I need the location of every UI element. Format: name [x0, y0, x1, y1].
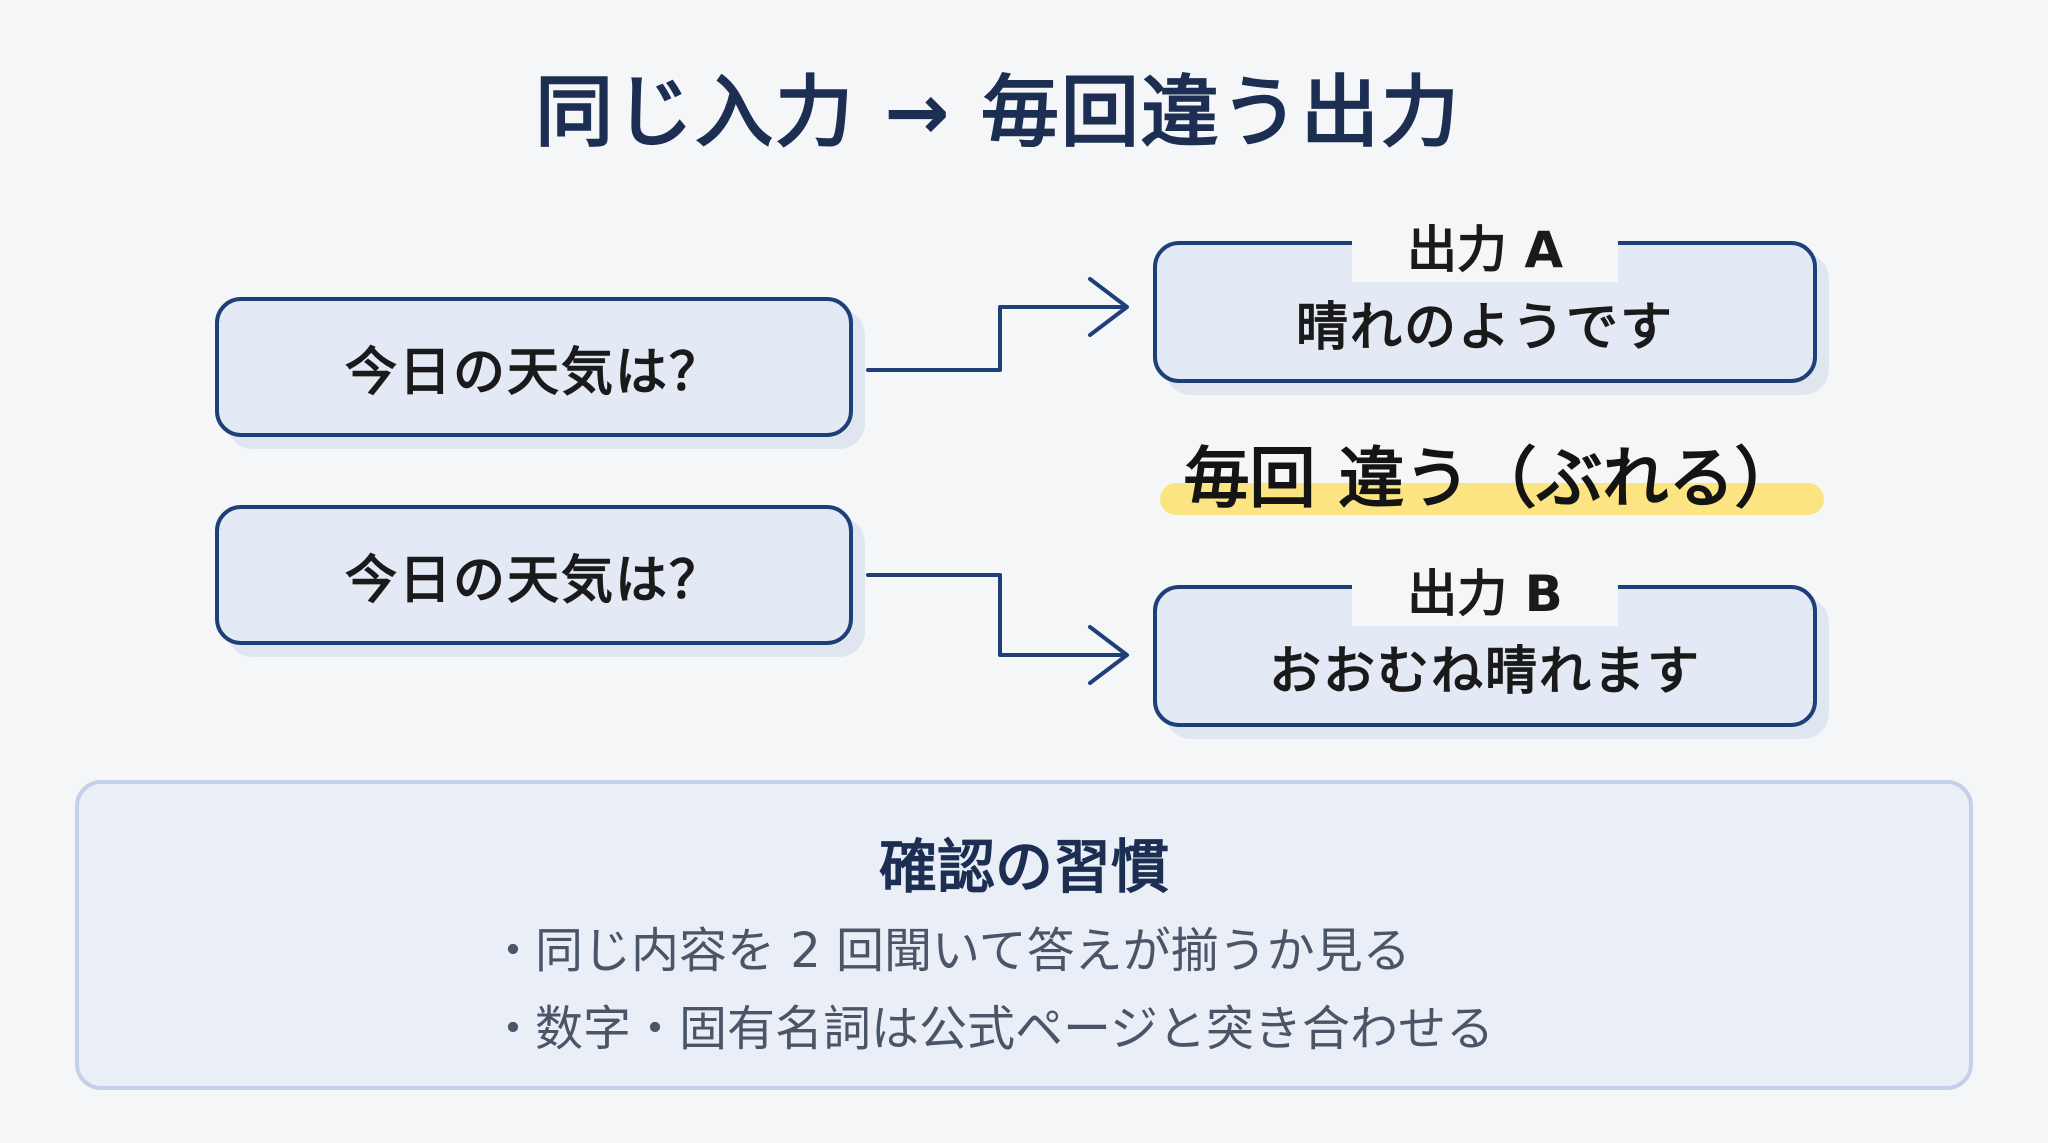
- habit-item-text: 数字・固有名詞は公式ページと突き合わせる: [535, 1001, 1495, 1057]
- arrowhead-output-a-icon: [1088, 277, 1129, 337]
- highlight-marker: [1160, 483, 1824, 515]
- output-label-b: 出力 B: [1352, 554, 1618, 626]
- habit-panel: 確認の習慣 ・同じ内容を 2 回聞いて答えが揃うか見る ・数字・固有名詞は公式ペ…: [75, 780, 1973, 1090]
- page-title: 同じ入力 → 毎回違う出力: [535, 68, 1461, 158]
- difference-note-text: 毎回 違う（ぶれる）: [1183, 440, 1801, 517]
- difference-note: 毎回 違う（ぶれる）: [1160, 425, 1824, 525]
- arrowhead-output-b-icon: [1088, 625, 1129, 685]
- habit-title: 確認の習慣: [878, 833, 1169, 901]
- bullet-icon: ・: [489, 1001, 538, 1057]
- input-box-b: 今日の天気は？: [215, 505, 853, 645]
- habit-list: ・同じ内容を 2 回聞いて答えが揃うか見る ・数字・固有名詞は公式ページと突き合…: [489, 912, 1494, 1068]
- habit-item-1: ・同じ内容を 2 回聞いて答えが揃うか見る: [489, 912, 1494, 990]
- input-text-a: 今日の天気は？: [344, 342, 723, 403]
- output-text-b: おおむね晴れます: [1268, 641, 1701, 702]
- input-box-a: 今日の天気は？: [215, 297, 853, 437]
- input-text-b: 今日の天気は？: [344, 550, 723, 611]
- output-text-a: 晴れのようです: [1295, 297, 1674, 358]
- bullet-icon: ・: [489, 923, 538, 979]
- connector-to-output-b: [866, 573, 1127, 657]
- connector-to-output-a: [866, 305, 1127, 372]
- output-label-a: 出力 A: [1352, 210, 1618, 282]
- habit-item-2: ・数字・固有名詞は公式ページと突き合わせる: [489, 990, 1494, 1068]
- habit-item-text: 同じ内容を 2 回聞いて答えが揃うか見る: [535, 923, 1411, 979]
